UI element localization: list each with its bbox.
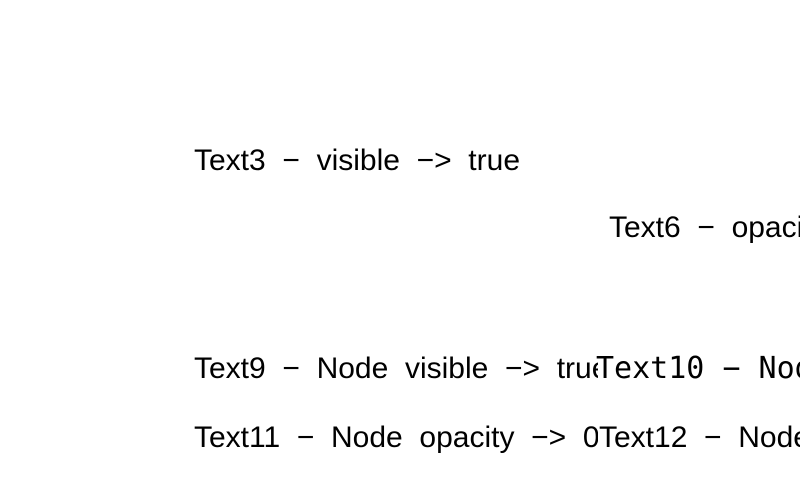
text-label-text6: Text6 − opacity [609, 211, 800, 244]
text-label-text12: Text12 − Node [599, 421, 800, 454]
text-label-text3: Text3 − visible −> true [194, 144, 521, 177]
text-label-text11: Text11 − Node opacity −> 0 [194, 423, 598, 454]
text-label-text9: Text9 − Node visible −> true [194, 354, 598, 385]
text-label-text10: Text10 − Node [596, 351, 800, 386]
